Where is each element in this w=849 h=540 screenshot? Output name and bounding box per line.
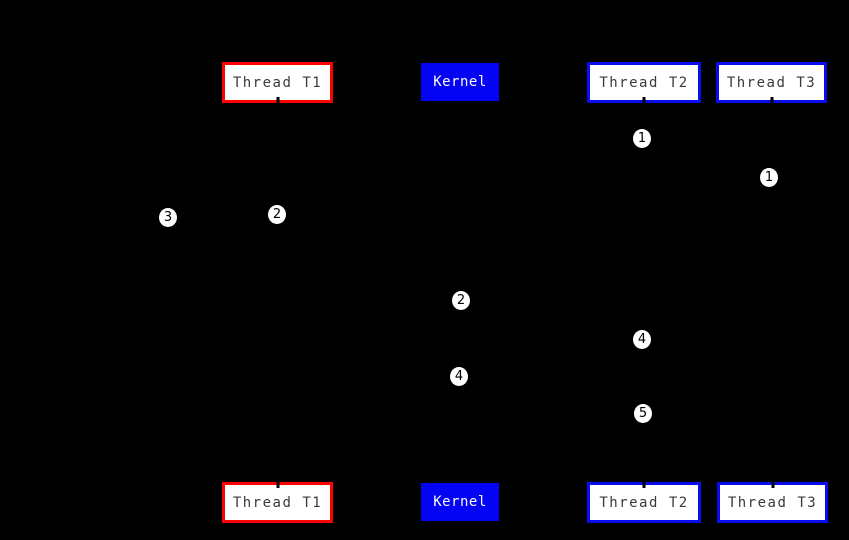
step-marker-4: 4 <box>632 329 652 350</box>
lifeline-label: Kernel <box>433 494 487 510</box>
step-marker-1: 1 <box>759 167 779 188</box>
step-marker-2: 2 <box>267 204 287 225</box>
step-marker-2: 2 <box>451 290 471 311</box>
lifeline-tick <box>276 479 279 488</box>
lifeline-box-kernel-bottom: Kernel <box>421 483 499 521</box>
lifeline-box-thread-t2-bottom: Thread T2 <box>587 479 701 523</box>
lifeline-box-thread-t3-bottom: Thread T3 <box>717 479 828 523</box>
lifeline-box-thread-t2-top: Thread T2 <box>587 62 701 106</box>
lifeline-label: Kernel <box>433 74 487 90</box>
lifeline-label: Thread T2 <box>599 494 689 511</box>
lifeline-box-thread-t1-top: Thread T1 <box>222 62 333 106</box>
lifeline-label: Thread T1 <box>232 74 323 91</box>
lifeline-tick <box>276 97 279 106</box>
lifeline-label: Thread T1 <box>232 494 323 511</box>
lifeline-label: Thread T2 <box>599 74 689 91</box>
step-marker-1: 1 <box>632 128 652 149</box>
step-marker-4: 4 <box>449 366 469 387</box>
lifeline-tick <box>642 479 646 488</box>
lifeline-box-kernel-top: Kernel <box>421 63 499 101</box>
lifeline-tick <box>770 97 773 106</box>
step-marker-5: 5 <box>633 403 653 424</box>
lifeline-tick <box>642 97 646 106</box>
lifeline-box-thread-t3-top: Thread T3 <box>716 62 827 106</box>
lifeline-label: Thread T3 <box>727 494 818 511</box>
lifeline-tick <box>771 479 774 488</box>
step-marker-3: 3 <box>158 207 178 228</box>
lifeline-label: Thread T3 <box>726 74 817 91</box>
lifeline-box-thread-t1-bottom: Thread T1 <box>222 479 333 523</box>
